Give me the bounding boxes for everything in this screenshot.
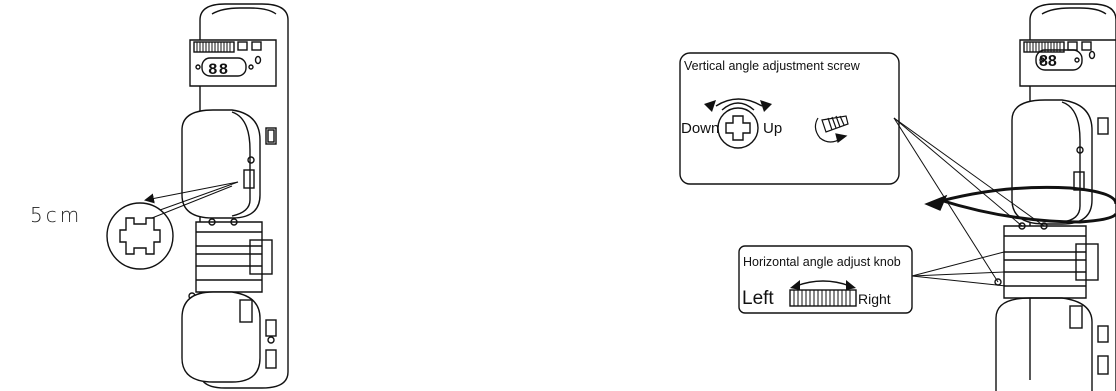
left-display-digits: 88 [208, 61, 229, 79]
distance-label: 5cm [30, 203, 83, 227]
left-label: Left [742, 288, 774, 309]
up-label: Up [763, 120, 783, 137]
screw-turn-icon [814, 115, 849, 144]
horizontal-adjust-title: Horizontal angle adjust knob [743, 255, 901, 269]
horizontal-callout-lines [911, 251, 1007, 287]
down-label: Down [681, 120, 720, 137]
right-detector [924, 3, 1116, 391]
left-callout-lines [144, 181, 239, 219]
right-label: Right [858, 291, 891, 307]
vertical-adjust-box [679, 52, 900, 185]
left-detector [181, 3, 289, 389]
screw-head-magnified [106, 202, 174, 270]
right-display-digits: 88 [1039, 53, 1057, 70]
vertical-callout-lines [893, 117, 1045, 283]
horizontal-adjust-box [738, 245, 913, 314]
vertical-adjust-title: Vertical angle adjustment screw [684, 59, 860, 73]
